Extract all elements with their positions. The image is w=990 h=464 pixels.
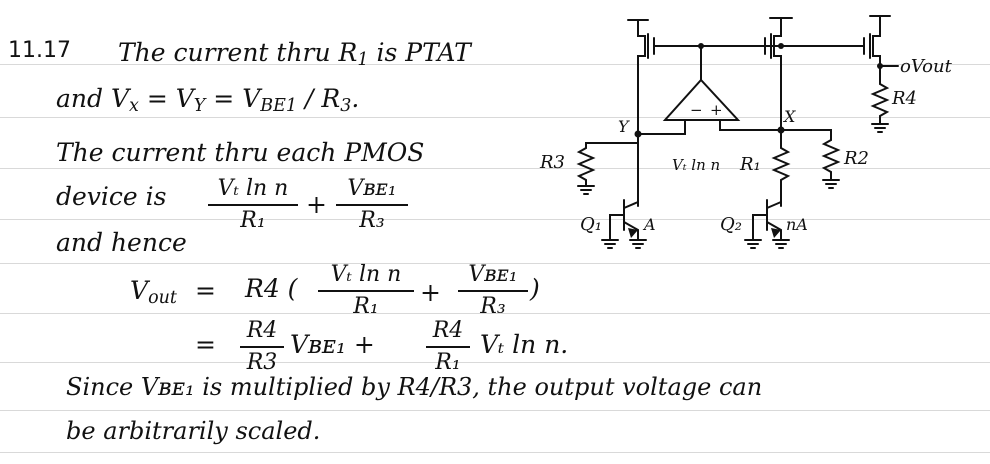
eq2-equals: = <box>195 276 216 305</box>
bandgap-circuit-schematic: oVout R4 Y X R3 R2 R₁ Vₜ ln n − + Q₁ A Q… <box>539 15 953 249</box>
ruled-line <box>0 117 990 118</box>
problem-number: 11.17 <box>8 38 71 63</box>
ruled-line <box>0 362 990 363</box>
label-area-a: A <box>642 215 656 234</box>
conclusion-line-2: be arbitrarily scaled. <box>66 417 321 445</box>
label-node-y: Y <box>618 117 630 136</box>
eq2-r4: R4 ( <box>245 274 298 303</box>
ruled-line <box>0 452 990 453</box>
eq2-lhs: Vout <box>130 276 177 308</box>
label-area-na: nA <box>786 215 808 234</box>
ruled-line <box>0 313 990 314</box>
conclusion-line-1: Since Vʙᴇ₁ is multiplied by R4/R3, the o… <box>66 373 763 401</box>
label-r2: R2 <box>843 148 869 169</box>
label-node-x: X <box>782 107 796 126</box>
label-vout: oVout <box>900 56 953 77</box>
eq2-plus: + <box>420 278 441 307</box>
line-pmos-current: The current thru each PMOS <box>56 138 425 167</box>
eq2-close-paren: ) <box>530 274 540 303</box>
eq1-plus: + <box>306 190 327 219</box>
eq3-term2: Vₜ ln n. <box>480 330 569 359</box>
eq3-equals: = <box>195 330 216 359</box>
label-opamp-plus: + <box>710 101 723 119</box>
label-q1: Q₁ <box>580 214 602 235</box>
line-vx-vy: and Vx = VY = VBE1 / R3. <box>56 84 360 116</box>
label-r1: R₁ <box>739 154 761 175</box>
line-ptat: The current thru R1 is PTAT <box>118 38 471 70</box>
label-r3: R3 <box>539 152 565 173</box>
ruled-line <box>0 219 990 220</box>
label-opamp-minus: − <box>690 101 703 119</box>
label-q2: Q₂ <box>720 214 742 235</box>
label-vt-ln-n: Vₜ ln n <box>672 156 720 174</box>
line-and-hence: and hence <box>56 228 187 257</box>
line-device-is: device is <box>56 182 167 211</box>
ruled-line <box>0 263 990 264</box>
label-r4: R4 <box>891 88 917 109</box>
ruled-line <box>0 64 990 65</box>
ruled-line <box>0 410 990 411</box>
ruled-line <box>0 168 990 169</box>
eq3-term1: Vʙᴇ₁ + <box>290 330 375 359</box>
